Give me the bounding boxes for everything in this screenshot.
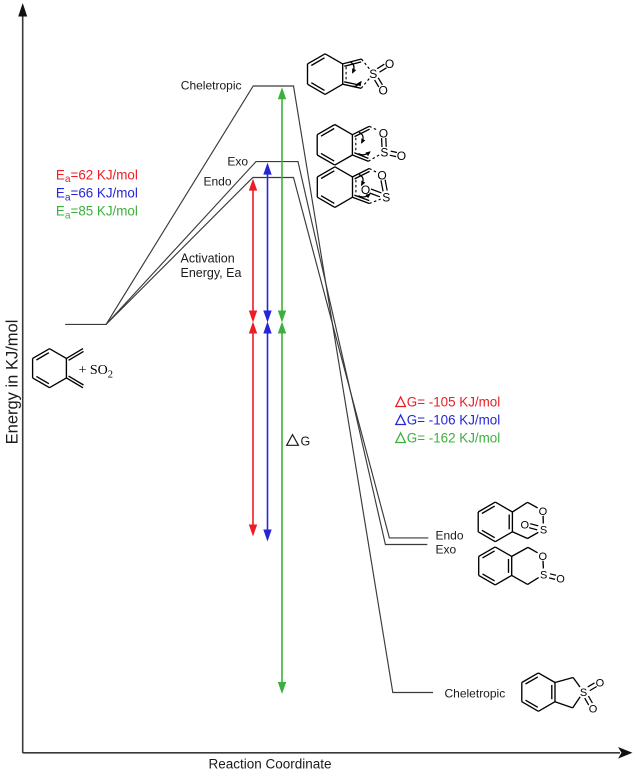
svg-text:G= -105 KJ/mol: G= -105 KJ/mol (407, 395, 500, 410)
svg-text:O: O (521, 520, 530, 532)
svg-text:G: G (301, 434, 311, 448)
svg-text:S: S (382, 190, 390, 204)
svg-text:Exo: Exo (436, 543, 457, 557)
svg-text:Endo: Endo (203, 175, 231, 189)
svg-text:Ea=85 KJ/mol: Ea=85 KJ/mol (56, 204, 138, 222)
svg-text:O: O (397, 149, 406, 163)
svg-text:O: O (539, 551, 548, 563)
svg-text:S: S (380, 145, 388, 159)
svg-text:O: O (596, 677, 605, 689)
svg-text:Activation: Activation (181, 252, 235, 266)
svg-text:S: S (580, 687, 587, 699)
svg-text:+ SO2: + SO2 (79, 363, 114, 380)
svg-text:O: O (377, 169, 386, 183)
svg-text:S: S (540, 525, 547, 537)
svg-text:Cheletropic: Cheletropic (445, 687, 506, 701)
svg-text:S: S (540, 570, 547, 582)
svg-text:G= -162 KJ/mol: G= -162 KJ/mol (407, 431, 500, 446)
svg-text:Reaction Coordinate: Reaction Coordinate (208, 756, 331, 771)
svg-text:O: O (361, 183, 370, 197)
svg-text:G= -106 KJ/mol: G= -106 KJ/mol (407, 413, 500, 428)
svg-text:O: O (589, 704, 598, 716)
svg-text:O: O (379, 84, 388, 98)
svg-text:S: S (369, 67, 377, 81)
svg-text:Energy, Ea: Energy, Ea (181, 266, 242, 280)
svg-text:Energy in KJ/mol: Energy in KJ/mol (3, 320, 21, 445)
svg-text:Endo: Endo (436, 529, 464, 543)
svg-text:O: O (385, 57, 394, 71)
svg-text:Exo: Exo (227, 155, 248, 169)
svg-text:O: O (539, 506, 548, 518)
svg-text:Ea=66 KJ/mol: Ea=66 KJ/mol (56, 186, 138, 204)
svg-text:O: O (379, 127, 388, 141)
svg-text:Ea=62 KJ/mol: Ea=62 KJ/mol (56, 167, 138, 185)
svg-text:O: O (556, 574, 565, 586)
svg-text:Cheletropic: Cheletropic (181, 79, 242, 93)
